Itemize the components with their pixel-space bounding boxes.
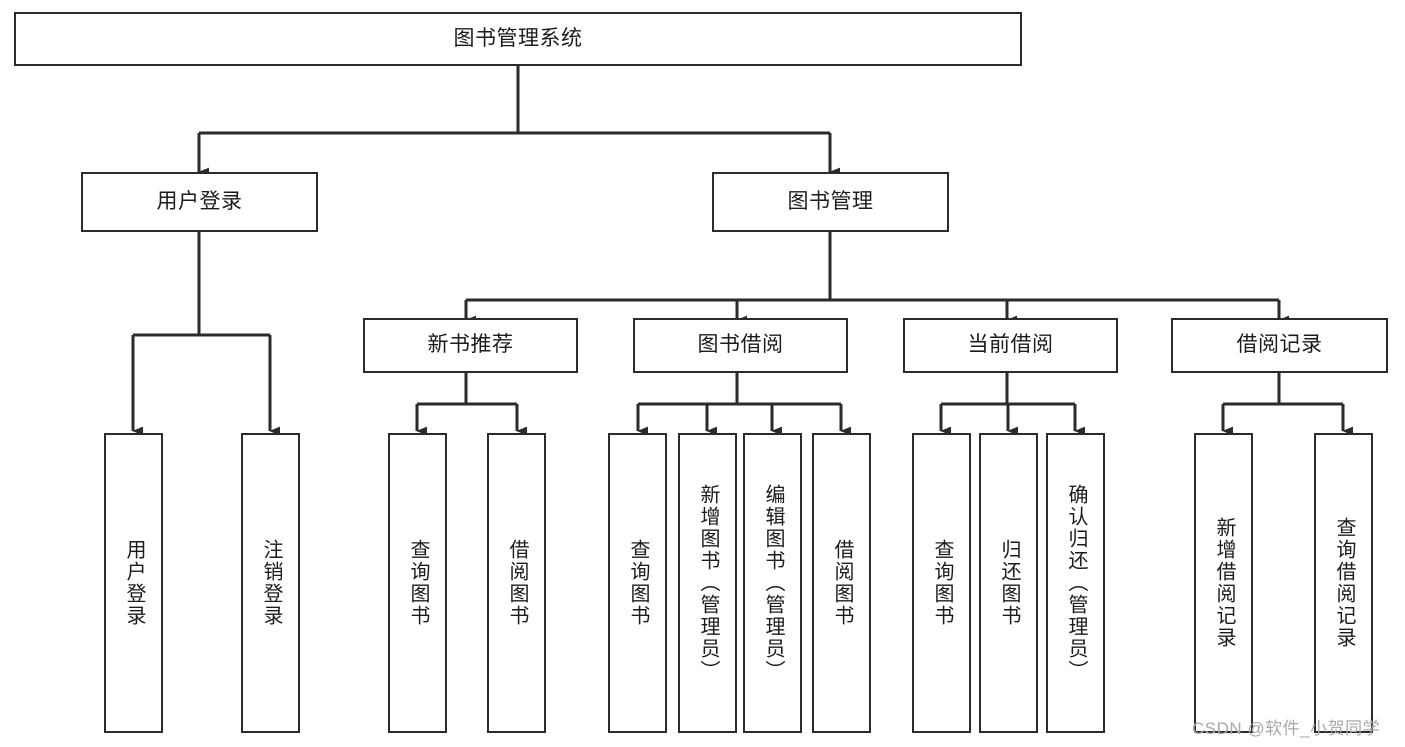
leaf-record-query-record[interactable]: 查询借阅记录	[1314, 433, 1373, 733]
node-user-login[interactable]: 用户登录	[81, 172, 318, 232]
node-book-borrow-label: 图书借阅	[697, 333, 784, 357]
leaf-record-add-record[interactable]: 新增借阅记录	[1194, 433, 1253, 733]
leaf-user-login-login[interactable]: 用户登录	[104, 433, 163, 733]
leaf-current-query-book[interactable]: 查询图书	[912, 433, 971, 733]
leaf-borrow-edit-book-admin-label: 编辑图书（管理员）	[762, 484, 784, 682]
node-borrow-record[interactable]: 借阅记录	[1171, 318, 1388, 373]
node-root-book-management-system[interactable]: 图书管理系统	[14, 12, 1022, 66]
node-new-book-recommend-label: 新书推荐	[427, 333, 514, 357]
leaf-borrow-query-book[interactable]: 查询图书	[608, 433, 667, 733]
leaf-record-add-record-label: 新增借阅记录	[1213, 517, 1235, 649]
leaf-borrow-borrow-book[interactable]: 借阅图书	[812, 433, 871, 733]
leaf-record-query-record-label: 查询借阅记录	[1333, 517, 1355, 649]
node-current-borrow-label: 当前借阅	[967, 333, 1054, 357]
leaf-user-login-login-label: 用户登录	[123, 539, 145, 627]
leaf-borrow-query-book-label: 查询图书	[627, 539, 649, 627]
leaf-current-confirm-return-admin[interactable]: 确认归还（管理员）	[1046, 433, 1105, 733]
leaf-current-return-book[interactable]: 归还图书	[979, 433, 1038, 733]
leaf-user-login-logout[interactable]: 注销登录	[241, 433, 300, 733]
leaf-borrow-add-book-admin-label: 新增图书（管理员）	[697, 484, 719, 682]
leaf-borrow-edit-book-admin[interactable]: 编辑图书（管理员）	[743, 433, 802, 733]
leaf-current-return-book-label: 归还图书	[998, 539, 1020, 627]
leaf-current-confirm-return-admin-label: 确认归还（管理员）	[1065, 484, 1087, 682]
leaf-new-book-borrow[interactable]: 借阅图书	[487, 433, 546, 733]
leaf-new-book-query-label: 查询图书	[407, 539, 429, 627]
leaf-new-book-borrow-label: 借阅图书	[506, 539, 528, 627]
leaf-new-book-query[interactable]: 查询图书	[388, 433, 447, 733]
leaf-current-query-book-label: 查询图书	[931, 539, 953, 627]
leaf-borrow-add-book-admin[interactable]: 新增图书（管理员）	[678, 433, 737, 733]
node-borrow-record-label: 借阅记录	[1236, 333, 1323, 357]
leaf-borrow-borrow-book-label: 借阅图书	[831, 539, 853, 627]
node-user-login-label: 用户登录	[156, 189, 243, 213]
node-new-book-recommend[interactable]: 新书推荐	[363, 318, 578, 373]
leaf-user-login-logout-label: 注销登录	[260, 539, 282, 627]
node-book-borrow[interactable]: 图书借阅	[633, 318, 848, 373]
node-book-management-label: 图书管理	[787, 189, 874, 213]
node-current-borrow[interactable]: 当前借阅	[903, 318, 1118, 373]
node-root-label: 图书管理系统	[453, 26, 583, 50]
node-book-management[interactable]: 图书管理	[712, 172, 949, 232]
